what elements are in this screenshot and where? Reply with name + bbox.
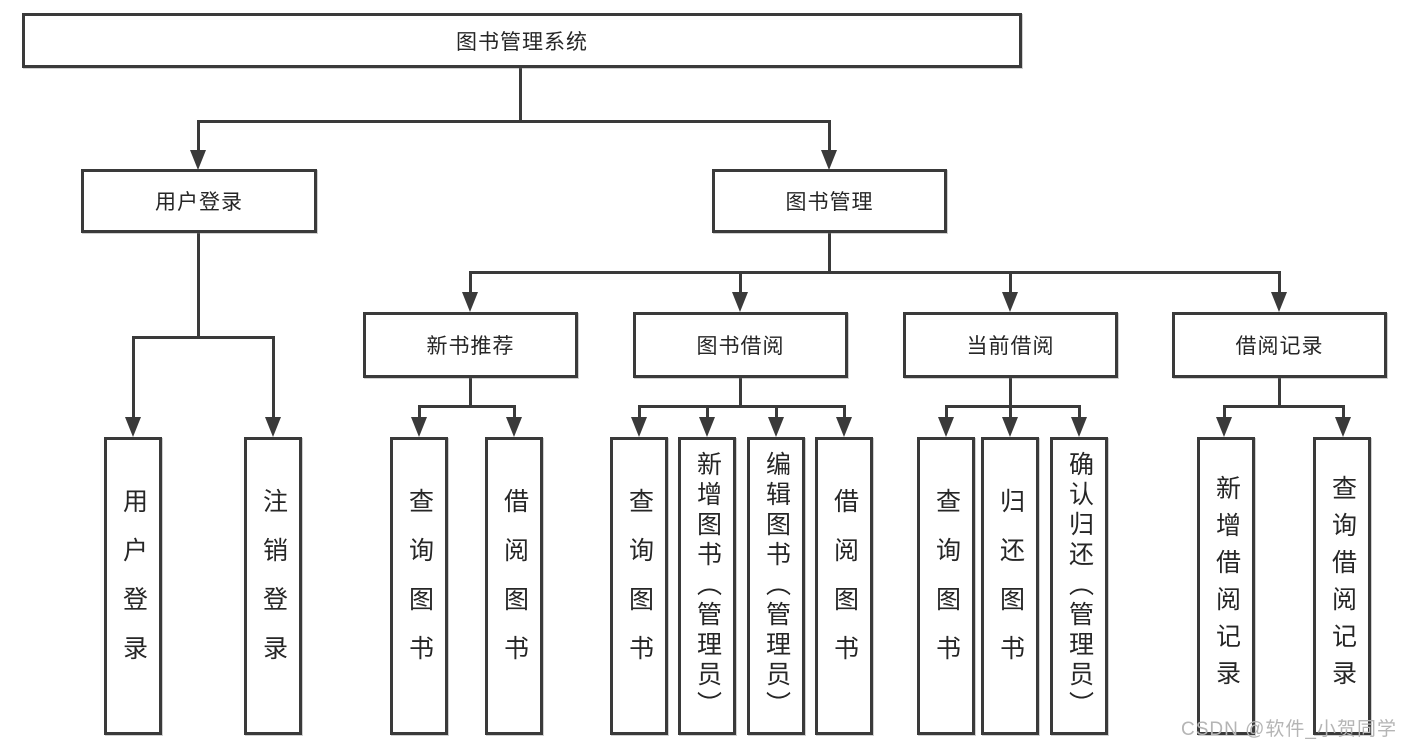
connector-line	[197, 120, 200, 154]
leaf-confirm-return-admin: 确认归还（管理员）	[1050, 437, 1108, 735]
node-book-borrow: 图书借阅	[633, 312, 848, 378]
leaf-add-book-admin: 新增图书（管理员）	[678, 437, 736, 735]
leaf-label: 新增图书（管理员）	[693, 451, 722, 721]
connector-line	[1009, 271, 1012, 295]
node-borrow-records: 借阅记录	[1172, 312, 1387, 378]
leaf-borrow-books-recommend: 借阅图书	[485, 437, 543, 735]
leaf-label: 新增借阅记录	[1212, 475, 1241, 697]
leaf-borrow-books: 借阅图书	[815, 437, 873, 735]
arrow-down-icon	[265, 417, 281, 437]
arrow-down-icon	[1002, 292, 1018, 312]
connector-line	[1342, 405, 1345, 421]
leaf-add-borrow-record: 新增借阅记录	[1197, 437, 1255, 735]
node-label: 用户登录	[155, 191, 243, 214]
arrow-down-icon	[768, 417, 784, 437]
node-book-management: 图书管理	[712, 169, 947, 233]
connector-line	[739, 378, 742, 408]
connector-line	[945, 405, 948, 421]
arrow-down-icon	[836, 417, 852, 437]
leaf-query-books-borrow: 查询图书	[610, 437, 668, 735]
arrow-down-icon	[699, 417, 715, 437]
arrow-down-icon	[732, 292, 748, 312]
arrow-down-icon	[1071, 417, 1087, 437]
node-label: 当前借阅	[966, 335, 1055, 358]
leaf-query-books-recommend: 查询图书	[390, 437, 448, 735]
leaf-query-borrow-record: 查询借阅记录	[1313, 437, 1371, 735]
connector-line	[1009, 405, 1012, 421]
node-label: 图书借阅	[696, 335, 785, 358]
leaf-edit-book-admin: 编辑图书（管理员）	[747, 437, 805, 735]
connector-line	[638, 405, 641, 421]
node-user-login: 用户登录	[81, 169, 317, 233]
arrow-down-icon	[1002, 417, 1018, 437]
arrow-down-icon	[938, 417, 954, 437]
arrow-down-icon	[1216, 417, 1232, 437]
connector-line	[469, 271, 1281, 274]
arrow-down-icon	[506, 417, 522, 437]
connector-line	[828, 120, 831, 154]
leaf-label: 借阅图书	[500, 488, 529, 684]
connector-line	[513, 405, 516, 421]
leaf-label: 用户登录	[119, 488, 148, 684]
leaf-query-books-current: 查询图书	[917, 437, 975, 735]
arrow-down-icon	[462, 292, 478, 312]
connector-line	[469, 378, 472, 408]
arrow-down-icon	[1271, 292, 1287, 312]
leaf-label: 确认归还（管理员）	[1065, 451, 1094, 721]
connector-line	[418, 405, 421, 421]
connector-line	[519, 68, 522, 122]
connector-line	[843, 405, 846, 421]
arrow-down-icon	[190, 150, 206, 170]
node-label: 图书管理系统	[456, 30, 588, 54]
arrow-down-icon	[1335, 417, 1351, 437]
node-label: 借阅记录	[1235, 335, 1324, 358]
leaf-label: 查询图书	[405, 488, 434, 684]
csdn-watermark: CSDN @软件_小贺同学	[1181, 719, 1397, 740]
connector-line	[197, 120, 831, 123]
connector-line	[469, 271, 472, 295]
connector-line	[706, 405, 709, 421]
node-label: 图书管理	[785, 191, 874, 214]
connector-line	[1278, 378, 1281, 408]
leaf-return-book: 归还图书	[981, 437, 1039, 735]
connector-line	[1009, 378, 1012, 408]
leaf-label: 编辑图书（管理员）	[762, 451, 791, 721]
leaf-label: 查询图书	[625, 488, 654, 684]
leaf-logout: 注销登录	[244, 437, 302, 735]
connector-line	[272, 336, 275, 420]
leaf-label: 查询图书	[932, 488, 961, 684]
connector-line	[1223, 405, 1344, 408]
leaf-label: 注销登录	[259, 488, 288, 684]
connector-line	[132, 336, 135, 420]
connector-line	[132, 336, 275, 339]
connector-line	[638, 405, 846, 408]
connector-line	[828, 233, 831, 274]
connector-line	[418, 405, 516, 408]
leaf-label: 借阅图书	[830, 488, 859, 684]
connector-line	[1223, 405, 1226, 421]
leaf-label: 归还图书	[996, 488, 1025, 684]
node-book-management-system: 图书管理系统	[22, 13, 1022, 68]
arrow-down-icon	[411, 417, 427, 437]
arrow-down-icon	[631, 417, 647, 437]
connector-line	[945, 405, 1080, 408]
arrow-down-icon	[125, 417, 141, 437]
arrow-down-icon	[821, 150, 837, 170]
node-label: 新书推荐	[426, 335, 515, 358]
connector-line	[775, 405, 778, 421]
connector-line	[1278, 271, 1281, 295]
connector-line	[739, 271, 742, 295]
node-current-borrow: 当前借阅	[903, 312, 1118, 378]
connector-line	[1078, 405, 1081, 421]
leaf-user-login: 用户登录	[104, 437, 162, 735]
leaf-label: 查询借阅记录	[1328, 475, 1357, 697]
connector-line	[197, 233, 200, 339]
node-new-book-recommend: 新书推荐	[363, 312, 578, 378]
